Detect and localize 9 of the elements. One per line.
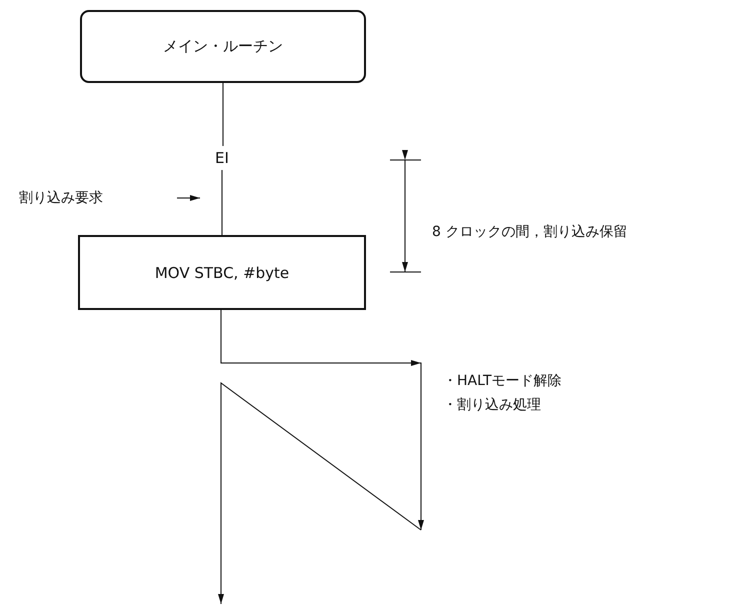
flow-arrow (220, 310, 424, 530)
connector-line (222, 82, 224, 146)
process-box: メイン・ルーチン (80, 10, 366, 83)
process-box: MOV STBC, #byte (78, 235, 366, 310)
list-item: ・HALTモード解除 (443, 372, 562, 390)
note-text: 8 クロックの間，割り込み保留 (432, 223, 628, 241)
request-label: 割り込み要求 (10, 186, 112, 210)
list-item: ・割り込み処理 (443, 396, 541, 414)
step-label: EI (210, 146, 234, 170)
